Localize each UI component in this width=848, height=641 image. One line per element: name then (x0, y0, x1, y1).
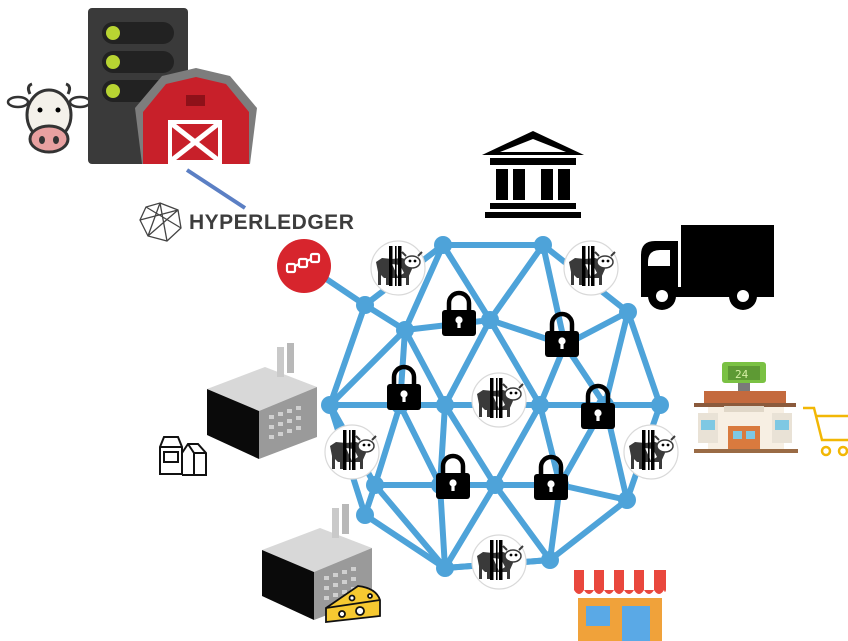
supermarket-icon: 24 (694, 362, 798, 453)
barn-icon (135, 68, 257, 164)
hyperledger-wordmark: HYPERLEDGER (189, 211, 354, 234)
composer-badge-icon (277, 239, 331, 293)
cow-node-icon (370, 240, 426, 296)
shop-icon (574, 570, 666, 641)
hyperledger-logo-icon (139, 202, 182, 242)
cheese-icon (325, 585, 381, 624)
cow-head-icon (6, 82, 92, 154)
lock-icon (442, 293, 476, 336)
cow-node-icon (563, 240, 619, 296)
bank-icon (482, 131, 584, 218)
store-sign-number: 24 (735, 368, 749, 381)
cow-node-icon (471, 534, 527, 590)
lock-icon (534, 457, 568, 500)
cow-node-icon (623, 424, 679, 480)
factory-icon (207, 343, 317, 459)
cow-node-icon (324, 424, 380, 480)
cow-node-icon (471, 372, 527, 428)
truck-icon (641, 225, 774, 310)
connector-line (185, 168, 247, 210)
shopping-cart-icon (803, 406, 848, 457)
milk-cartons-icon (159, 436, 207, 476)
